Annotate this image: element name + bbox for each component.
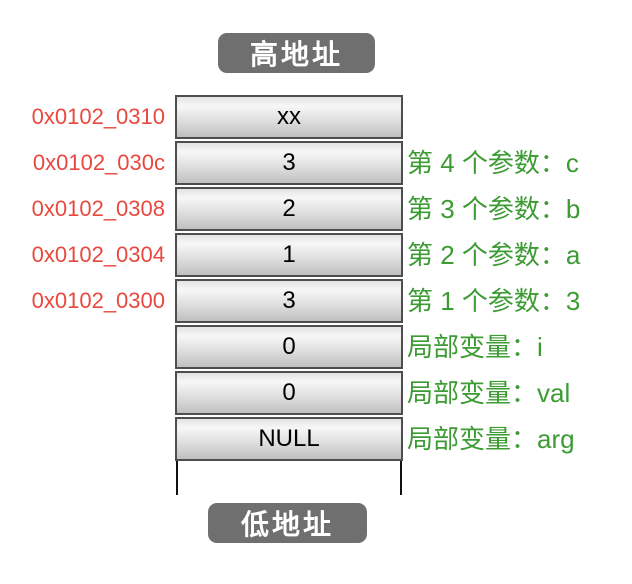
address-label: 0x0102_0300 <box>31 288 165 313</box>
stack-cell: xx <box>175 95 403 139</box>
annotation-label: 第 3 个参数：b <box>407 194 581 224</box>
stack-cell: 1 <box>175 233 403 277</box>
high-address-badge: 高地址 <box>218 33 375 73</box>
annotation-label: 局部变量：val <box>407 378 571 408</box>
low-address-badge: 低地址 <box>208 503 367 543</box>
address-label: 0x0102_0310 <box>31 104 165 129</box>
annotation-label <box>407 95 632 139</box>
address-label <box>0 371 165 415</box>
stack-cell: 3 <box>175 279 403 323</box>
stack-cell: 2 <box>175 187 403 231</box>
stack-cell: 0 <box>175 325 403 369</box>
address-label <box>0 417 165 461</box>
stack-cell: 3 <box>175 141 403 185</box>
annotation-column: 第 4 个参数：c 第 3 个参数：b 第 2 个参数：a 第 1 个参数：3 … <box>407 95 632 461</box>
stack-cell-column: xx 3 2 1 3 0 0 NULL <box>175 95 403 461</box>
annotation-label: 第 1 个参数：3 <box>407 286 581 316</box>
annotation-label: 局部变量：i <box>407 332 543 362</box>
annotation-label: 局部变量：arg <box>407 424 575 454</box>
stack-cell: 0 <box>175 371 403 415</box>
address-label: 0x0102_0304 <box>31 242 165 267</box>
address-label <box>0 325 165 369</box>
address-label: 0x0102_030c <box>32 150 165 175</box>
stack-cell: NULL <box>175 417 403 461</box>
annotation-label: 第 4 个参数：c <box>407 148 579 178</box>
annotation-label: 第 2 个参数：a <box>407 240 581 270</box>
stack-continuation-line-right <box>400 461 402 495</box>
address-label: 0x0102_0308 <box>31 196 165 221</box>
address-column: 0x0102_0310 0x0102_030c 0x0102_0308 0x01… <box>0 95 165 461</box>
stack-continuation-line-left <box>176 461 178 495</box>
